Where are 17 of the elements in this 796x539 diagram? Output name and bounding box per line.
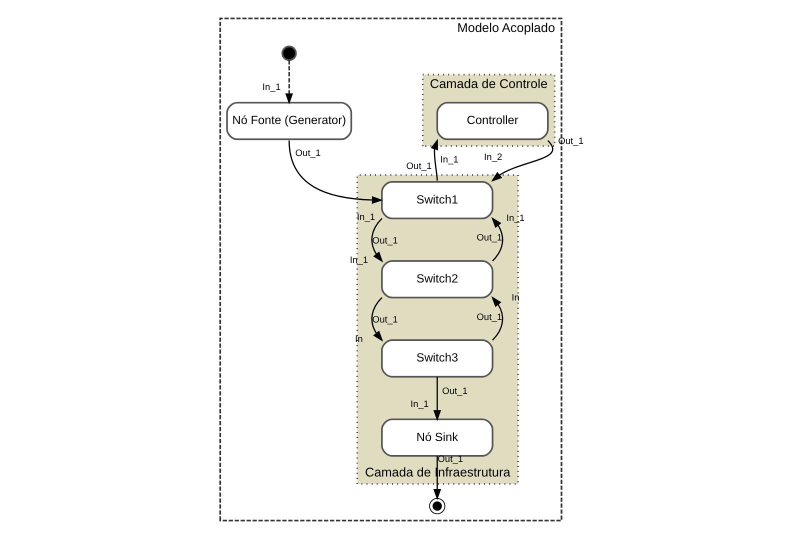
node-label: In_1: [356, 212, 375, 222]
node-label: Out_1: [476, 312, 502, 322]
node-label: In_1: [262, 82, 280, 92]
node-label: Out_1: [294, 148, 320, 158]
node-label: In: [354, 334, 362, 344]
node-label: In_1: [349, 255, 368, 266]
node-label: In_1: [506, 213, 524, 224]
node-label: Out_1: [406, 160, 432, 171]
node-label: In_1: [410, 398, 428, 409]
node-label: Out_1: [558, 136, 584, 146]
node-label: Out_1: [372, 236, 398, 246]
node-label: In_1: [440, 154, 458, 164]
node-label: Out_1: [476, 232, 502, 243]
node-label: Out_1: [442, 386, 468, 396]
node-label: In_2: [484, 152, 502, 162]
node-label: In: [511, 292, 519, 302]
node-label: Out_1: [372, 314, 398, 325]
